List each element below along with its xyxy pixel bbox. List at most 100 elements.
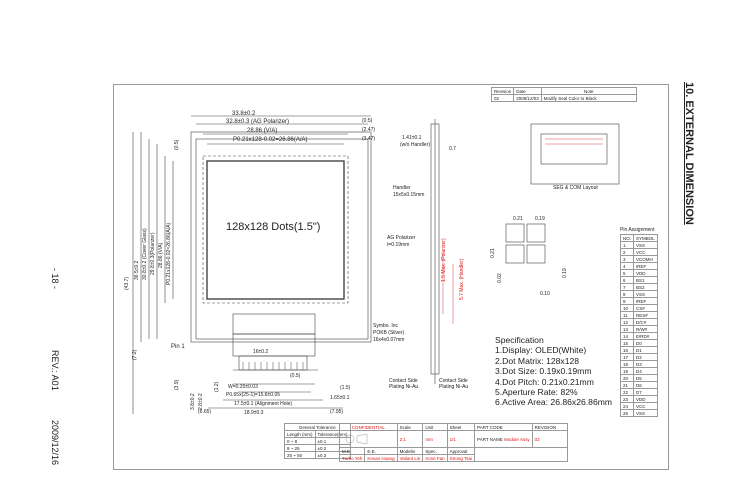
pin-symbol: VSS	[633, 290, 658, 298]
length-header: Length (mm)	[284, 430, 316, 438]
pin-number: 17	[619, 353, 635, 361]
spec-line: 6.Active Area: 26.86x26.86mm	[495, 397, 613, 408]
pin-number: 8	[619, 290, 635, 298]
role-cell: Approval	[446, 447, 476, 455]
pin-table-title: Pin Assignment	[620, 227, 655, 233]
dim-aa-width: P0.21x128-0.02=26.86(A/A)	[233, 137, 308, 143]
pin-number: 20	[619, 374, 635, 382]
pin-number: 10	[619, 304, 635, 312]
contact-side-1: Contact Side Plating Ni-Au	[389, 378, 419, 390]
title-block: CONFIDENTIAL Scale Unit Sheet PART CODE …	[338, 423, 568, 462]
section-title: 10. EXTERNAL DIMENSION	[683, 82, 695, 225]
unit-value: mm	[422, 430, 448, 448]
spec-line: 1.Display: OLED(White)	[495, 345, 587, 356]
handler-label: Handler	[393, 185, 411, 191]
pin-symbol: VDD	[633, 269, 658, 277]
part-name-label: PART NAME Module Assy	[474, 430, 533, 448]
pin-number: 6	[619, 276, 635, 284]
pin-number: 15	[619, 339, 635, 347]
part-name-value: Module Assy	[504, 436, 530, 442]
spec-line: 4.Dot Pitch: 0.21x0.21mm	[495, 376, 594, 387]
empty-cell	[474, 447, 568, 462]
role-cell: Modelin	[396, 447, 424, 455]
revision-label-cell: REVISION	[531, 423, 568, 431]
pixel-dim-2: 0.19	[535, 216, 545, 222]
part-name-text: PART NAME	[477, 436, 503, 442]
tolerance-range: 8 ~ 25	[284, 444, 316, 452]
handler-max: 5.7 Max. (Handler)	[459, 258, 465, 300]
pin-symbol: E/RD#	[633, 332, 658, 340]
pin-number: 4	[619, 262, 635, 270]
pin-number: 9	[619, 297, 635, 305]
pin-symbol-header: SYMBOL	[633, 234, 658, 242]
pin-symbol: D0	[633, 339, 658, 347]
specification-block: Specification 1.Display: OLED(White) 2.D…	[495, 335, 612, 408]
dim-side-2: (w/o Handler)	[400, 142, 431, 148]
display-label: 128x128 Dots(1.5")	[226, 221, 321, 233]
dim-height-total: (43.7)	[124, 276, 130, 290]
pin-number: 12	[619, 318, 635, 326]
pin-number: 1	[619, 241, 635, 249]
pin-symbol: IREF	[633, 262, 658, 270]
pixel-dim-5: 0.19	[562, 268, 568, 278]
symbo-label: Symbo. Inc	[373, 323, 399, 329]
pin-symbol: R/W#	[633, 325, 658, 333]
name-cell: Valiant Lin	[396, 454, 424, 462]
pin-number: 24	[619, 402, 635, 410]
pin-number: 3	[619, 255, 635, 263]
seg-com-layout-label: SEG & COM Layout	[553, 185, 598, 191]
contact-side-2: Contact Side Plating Ni-Au	[439, 378, 469, 390]
note-value: Modify Seal Color to Black	[540, 94, 637, 102]
scale-header: Scale	[396, 423, 424, 431]
pin-1-label: Pin 1	[171, 344, 185, 350]
scale-value: 2:1	[396, 430, 424, 448]
dim-overall-width: 33.8±0.2	[232, 111, 256, 117]
pin-symbol: BS2	[633, 283, 658, 291]
pin-symbol: D/C#	[633, 318, 658, 326]
pin-number: 25	[619, 409, 635, 417]
role-cell: Spec.	[422, 447, 448, 455]
tolerance-table: General Tolerance Length (mm) Tolerance(…	[284, 423, 351, 459]
pin-symbol: RES#	[633, 311, 658, 319]
dim-offset-3: (3.47)	[362, 136, 376, 142]
pin-symbol: VCC	[633, 248, 658, 256]
dim-left-offset: (6.65)	[198, 409, 212, 415]
pokb-size: 16x4x0.07mm	[373, 337, 405, 343]
dim-pin-width: W=0.35±0.03	[228, 384, 258, 390]
dim-flex-d: (1.2)	[214, 381, 220, 392]
sheet-value: 1/1	[446, 430, 476, 448]
sheet-header: Sheet	[446, 423, 476, 431]
dim-height-panel: 36.5±0.2	[134, 260, 140, 280]
pin-symbol: D4	[633, 367, 658, 375]
pin-symbol: VSS	[633, 409, 658, 417]
spec-line: 2.Dot Matrix: 128x128	[495, 355, 580, 366]
tolerance-range: 0 ~ 8	[284, 437, 316, 445]
revision-value-cell: 02	[531, 430, 568, 448]
dim-flex-height: (7.2)	[132, 349, 138, 360]
dim-small-2: (0.5)	[290, 373, 301, 379]
pin-number: 14	[619, 332, 635, 340]
pin-number: 22	[619, 388, 635, 396]
revision-table: Revision Date Note 02 2009/12/03 Modify …	[490, 87, 637, 102]
specification-title: Specification	[495, 335, 544, 345]
dim-flex-total: 18.9±0.3	[244, 410, 264, 416]
pin-number: 21	[619, 381, 635, 389]
name-cell: Kevan Huang	[364, 454, 398, 462]
part-code-label: PART CODE	[474, 423, 533, 431]
pin-number: 5	[619, 269, 635, 277]
name-cell: Irone Fan	[422, 454, 448, 462]
ag-polarizer-thickness: t=0.19mm	[387, 242, 410, 248]
